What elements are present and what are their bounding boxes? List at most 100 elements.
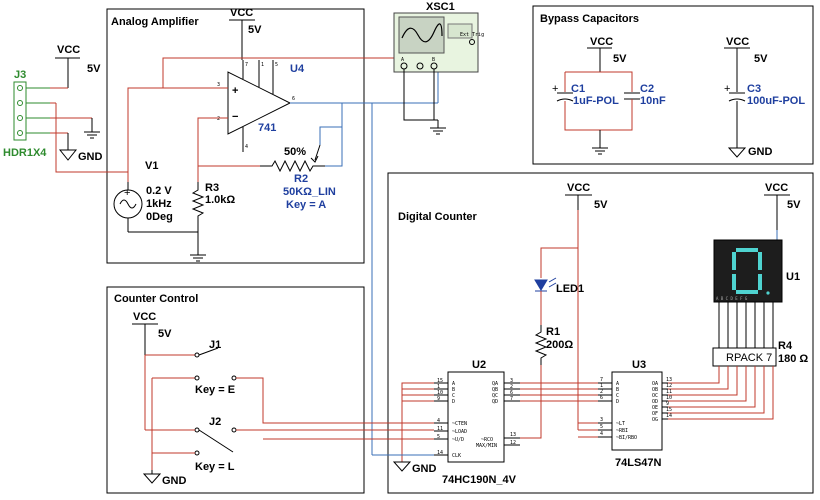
svg-text:10: 10 [666, 395, 672, 401]
rpack-part: RPACK 7 [726, 352, 772, 364]
svg-text:+: + [232, 85, 238, 97]
svg-text:+: + [124, 187, 130, 199]
svg-text:12: 12 [666, 383, 672, 389]
vcc-label: VCC [57, 44, 80, 56]
gnd-label: GND [412, 463, 437, 475]
potentiometer-r2[interactable] [260, 144, 325, 173]
opamp-part: 741 [258, 122, 276, 134]
svg-text:1: 1 [600, 383, 603, 389]
svg-text:A: A [616, 381, 619, 387]
ground-symbol [592, 147, 608, 155]
svg-text:11: 11 [437, 426, 443, 432]
resistor-pack-r4[interactable] [712, 347, 777, 367]
vcc-voltage: 5V [787, 199, 801, 211]
svg-text:10: 10 [437, 390, 443, 396]
u3-part: 74LS47N [615, 457, 662, 469]
scope-trig-label: Ext Trig [460, 32, 484, 38]
r3-ref: R3 [205, 182, 219, 194]
svg-text:D: D [616, 399, 619, 405]
svg-text:3: 3 [217, 82, 220, 88]
svg-text:A B C D E F G: A B C D E F G [716, 296, 748, 301]
svg-text:3: 3 [510, 378, 513, 384]
header-part: HDR1X4 [3, 147, 47, 159]
display-ref: U1 [786, 271, 800, 283]
pot-ref: R2 [294, 173, 308, 185]
svg-text:5: 5 [275, 62, 278, 68]
header-j3[interactable] [13, 81, 50, 141]
rpack-value: 180 Ω [778, 353, 808, 365]
svg-text:2: 2 [217, 116, 220, 122]
vcc-label: VCC [567, 182, 590, 194]
scope-ref: XSC1 [426, 1, 455, 13]
svg-text:9: 9 [666, 401, 669, 407]
svg-text:QC: QC [492, 393, 498, 399]
switch-j1[interactable] [194, 347, 219, 358]
vcc-label: VCC [590, 36, 613, 48]
capacitor-c3[interactable]: + [724, 83, 746, 102]
svg-text:B: B [452, 387, 455, 393]
svg-text:12: 12 [510, 440, 516, 446]
svg-text:OC: OC [652, 393, 658, 399]
c3-value: 100uF-POL [747, 95, 805, 107]
j2-ref: J2 [209, 416, 221, 428]
capacitor-c2[interactable] [624, 92, 640, 100]
bypass-capacitors-title: Bypass Capacitors [540, 13, 639, 25]
svg-text:OG: OG [652, 417, 658, 423]
source-amp: 0.2 V [146, 185, 172, 197]
svg-text:7: 7 [510, 396, 513, 402]
svg-text:QB: QB [492, 387, 498, 393]
svg-text:14: 14 [666, 413, 672, 419]
svg-text:OB: OB [652, 387, 658, 393]
led-ref: LED1 [556, 283, 584, 295]
ground-symbol [727, 147, 747, 158]
pot-key: Key = A [286, 199, 326, 211]
c2-ref: C2 [640, 83, 654, 95]
decoder-chip-u3[interactable]: A B C D ~LT ~RBI ~BI/RBO OA OB OC OD OE … [611, 371, 663, 451]
led-led1[interactable] [534, 277, 557, 292]
vcc-symbol [55, 57, 80, 88]
svg-text:A: A [401, 57, 404, 63]
resistor-r1[interactable] [534, 325, 548, 365]
svg-text:11: 11 [666, 389, 672, 395]
svg-text:2: 2 [600, 389, 603, 395]
svg-text:~LOAD: ~LOAD [452, 429, 467, 435]
op-amp-u4[interactable]: + − [227, 60, 292, 152]
capacitor-c1[interactable]: + [552, 83, 574, 102]
svg-text:OF: OF [652, 411, 658, 417]
svg-text:~LT: ~LT [616, 421, 625, 427]
u3-ref: U3 [632, 359, 646, 371]
seven-segment-display-u1[interactable]: A B C D E F G [713, 239, 783, 303]
vcc-label: VCC [133, 311, 156, 323]
header-ref: J3 [14, 69, 26, 81]
svg-text:+: + [552, 83, 558, 95]
vcc-voltage: 5V [248, 24, 262, 36]
source-freq: 1kHz [146, 198, 172, 210]
svg-text:QA: QA [492, 381, 498, 387]
gnd-label: GND [162, 475, 187, 487]
svg-text:−: − [232, 111, 238, 123]
svg-text:OE: OE [652, 405, 658, 411]
counter-chip-u2[interactable]: A B C D ~CTEN ~LOAD ~U/D CLK QA QB QC QD… [447, 371, 505, 463]
analog-amplifier-box [106, 8, 365, 264]
oscilloscope-xsc1[interactable]: A B Ext Trig [393, 12, 484, 73]
ground-symbol [58, 149, 78, 161]
svg-text:6: 6 [600, 395, 603, 401]
svg-text:+: + [724, 83, 730, 95]
svg-text:~BI/RBO: ~BI/RBO [616, 435, 637, 441]
analog-amplifier-title: Analog Amplifier [111, 16, 199, 28]
switch-j2[interactable] [194, 427, 237, 456]
u2-ref: U2 [472, 359, 486, 371]
svg-text:13: 13 [666, 377, 672, 383]
ac-source-v1[interactable]: + [113, 182, 143, 232]
pot-value: 50KΩ_LIN [283, 186, 336, 198]
svg-text:3: 3 [600, 417, 603, 423]
vcc-label: VCC [726, 36, 749, 48]
svg-text:4: 4 [245, 144, 248, 150]
gnd-label: GND [748, 146, 773, 158]
c1-ref: C1 [571, 83, 585, 95]
resistor-r3[interactable] [191, 182, 205, 230]
svg-text:OA: OA [652, 381, 658, 387]
svg-text:B: B [616, 387, 619, 393]
digital-counter-title: Digital Counter [398, 211, 478, 223]
svg-text:CLK: CLK [452, 453, 461, 459]
